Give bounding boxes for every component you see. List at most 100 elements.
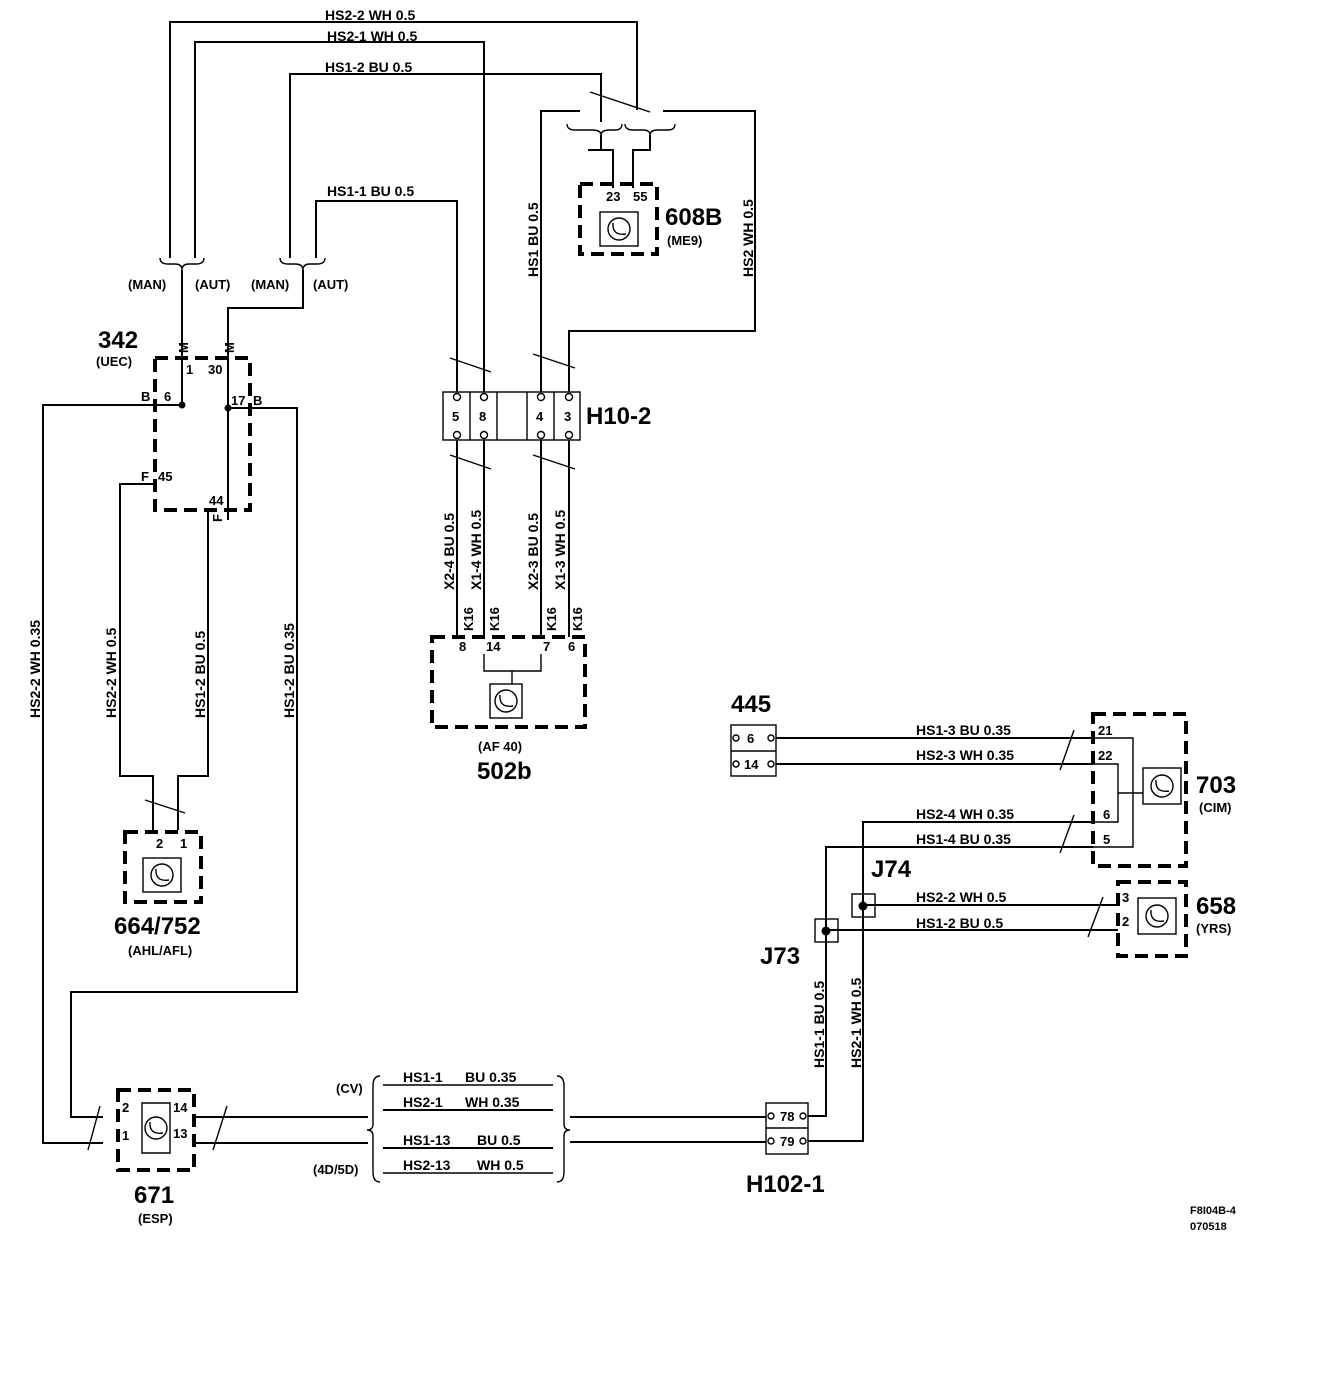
component-664-752: 2 1 664/752 (AHL/AFL): [114, 830, 203, 958]
wire-342-m2: [227, 270, 304, 520]
label-502b-sub: (AF 40): [478, 739, 522, 754]
wire-hs2-2-top: [169, 21, 638, 258]
wire-502b-internal: [483, 654, 542, 684]
wire-hs1-2-top: [289, 73, 602, 258]
pin-342-b2: B: [253, 393, 262, 408]
wl-yrs-hs1-2: HS1-2 BU 0.5: [916, 915, 1003, 931]
pin-h102-79: 79: [780, 1134, 794, 1149]
wire-left-hs2-2: [42, 404, 155, 1144]
label-j74: J74: [871, 856, 912, 883]
pin-342-f1: F: [141, 469, 149, 484]
component-342: 342 (UEC) M M 1 30 B 6 17 B F 45 44 F: [96, 327, 262, 522]
label-h102-1: H102-1: [746, 1171, 825, 1198]
pin-671-2: 2: [122, 1100, 129, 1115]
component-502b: K16 K16 K16 K16 8 14 7 6 (AF 40) 502b: [430, 607, 587, 785]
label-h10-2: H10-2: [586, 403, 651, 430]
pin-342-6: 6: [164, 389, 171, 404]
label-703: 703: [1196, 772, 1236, 799]
splice-j73: J73: [760, 918, 839, 970]
label-cv: (CV): [336, 1081, 363, 1096]
footer-date: 070518: [1190, 1221, 1227, 1233]
wl-cim-hs2-4: HS2-4 WH 0.35: [916, 806, 1014, 822]
pin-h102-78: 78: [780, 1109, 794, 1124]
label-608b: 608B: [665, 204, 722, 231]
label-658: 658: [1196, 893, 1236, 920]
wl-yrs-hs2-2: HS2-2 WH 0.5: [916, 889, 1006, 905]
pin-h10-4: 4: [536, 409, 544, 424]
pin-445-14: 14: [744, 757, 759, 772]
pin-342-m1: M: [176, 342, 191, 353]
wire-hs2-2-664: [119, 483, 155, 830]
wire-hs1-1: [315, 200, 458, 392]
pin-k16-c: K16: [544, 607, 559, 631]
connector-h10-2: 5 8 4 3 H10-2: [442, 391, 651, 441]
wl-hs1-608: HS1 BU 0.5: [525, 202, 541, 277]
pin-342-17: 17: [231, 393, 245, 408]
label-man-2: (MAN): [251, 277, 289, 292]
label-608b-sub: (ME9): [667, 233, 702, 248]
label-671-sub: (ESP): [138, 1211, 173, 1226]
pin-k16-d: K16: [570, 607, 585, 631]
pin-342-m2: M: [222, 342, 237, 353]
wire-hs1-1-vert: [808, 930, 827, 1117]
component-671: 2 1 14 13 671 (ESP): [116, 1088, 196, 1226]
cv-hs2-1-b: WH 0.35: [465, 1094, 520, 1110]
variant-cv-4d5d: (CV) (4D/5D) HS1-1 BU 0.35 HS2-1 WH 0.35…: [313, 1069, 571, 1183]
label-502b: 502b: [477, 758, 532, 785]
component-703: 21 22 6 5 703 (CIM): [1091, 712, 1236, 868]
wl-left-hs2-2: HS2-2 WH 0.35: [27, 620, 43, 718]
pin-342-1: 1: [186, 362, 193, 377]
wl-x1-3: X1-3 WH 0.5: [552, 510, 568, 590]
pin-h10-5: 5: [452, 409, 459, 424]
pin-658-3: 3: [1122, 890, 1129, 905]
component-608b: 23 55 608B (ME9): [578, 182, 722, 256]
wl-x2-3: X2-3 BU 0.5: [525, 513, 541, 590]
label-664: 664/752: [114, 913, 201, 940]
pin-658-2: 2: [1122, 914, 1129, 929]
pin-703-6: 6: [1103, 807, 1110, 822]
label-671: 671: [134, 1182, 174, 1209]
wire-hs2-4: [862, 821, 1093, 905]
pin-h10-8: 8: [479, 409, 486, 424]
cv-hs2-1-a: HS2-1: [403, 1094, 443, 1110]
wl-cim-hs2-3: HS2-3 WH 0.35: [916, 747, 1014, 763]
connector-h102-1: 78 79 H102-1: [746, 1102, 825, 1198]
pin-502-6: 6: [568, 639, 575, 654]
d-hs2-13-b: WH 0.5: [477, 1157, 524, 1173]
wire-hs2-1-top: [194, 41, 485, 392]
wl-right-hs1-2: HS1-2 BU 0.35: [281, 623, 297, 718]
splice-dots: [178, 401, 232, 412]
label-man-1: (MAN): [128, 277, 166, 292]
wire-hs1-608: [540, 110, 580, 392]
label-342: 342: [98, 327, 138, 354]
pin-608-23: 23: [606, 189, 620, 204]
pin-342-b1: B: [141, 389, 150, 404]
pin-k16-a: K16: [461, 607, 476, 631]
wire-hs2-608: [568, 110, 756, 392]
pin-502-7: 7: [543, 639, 550, 654]
wl-mid-hs2-2: HS2-2 WH 0.5: [103, 628, 119, 718]
pin-342-f2: F: [210, 514, 225, 522]
wl-top-hs1-2: HS1-2 BU 0.5: [325, 59, 412, 75]
pin-502-8: 8: [459, 639, 466, 654]
label-aut-2: (AUT): [313, 277, 348, 292]
pin-664-1: 1: [180, 836, 187, 851]
footer: F8I04B-4 070518: [1190, 1205, 1237, 1233]
pin-671-13: 13: [173, 1126, 187, 1141]
wire-labels: HS2-2 WH 0.5 HS2-1 WH 0.5 HS1-2 BU 0.5 H…: [27, 7, 1014, 1068]
wire-hs1-4: [825, 846, 1093, 930]
label-664-sub: (AHL/AFL): [128, 943, 192, 958]
label-342-sub: (UEC): [96, 354, 132, 369]
wl-hs2-608: HS2 WH 0.5: [740, 199, 756, 277]
pin-703-5: 5: [1103, 832, 1110, 847]
wl-v-hs2-1: HS2-1 WH 0.5: [848, 978, 864, 1068]
pin-671-1: 1: [122, 1128, 129, 1143]
wl-v-hs1-1: HS1-1 BU 0.5: [811, 981, 827, 1068]
wire-hs2-1-vert: [808, 905, 864, 1142]
wire-cim-internal: [1093, 737, 1143, 848]
pin-608-55: 55: [633, 189, 647, 204]
splice-j74: J74: [851, 856, 912, 918]
wl-top-hs2-1: HS2-1 WH 0.5: [327, 28, 417, 44]
label-4d5d: (4D/5D): [313, 1162, 359, 1177]
